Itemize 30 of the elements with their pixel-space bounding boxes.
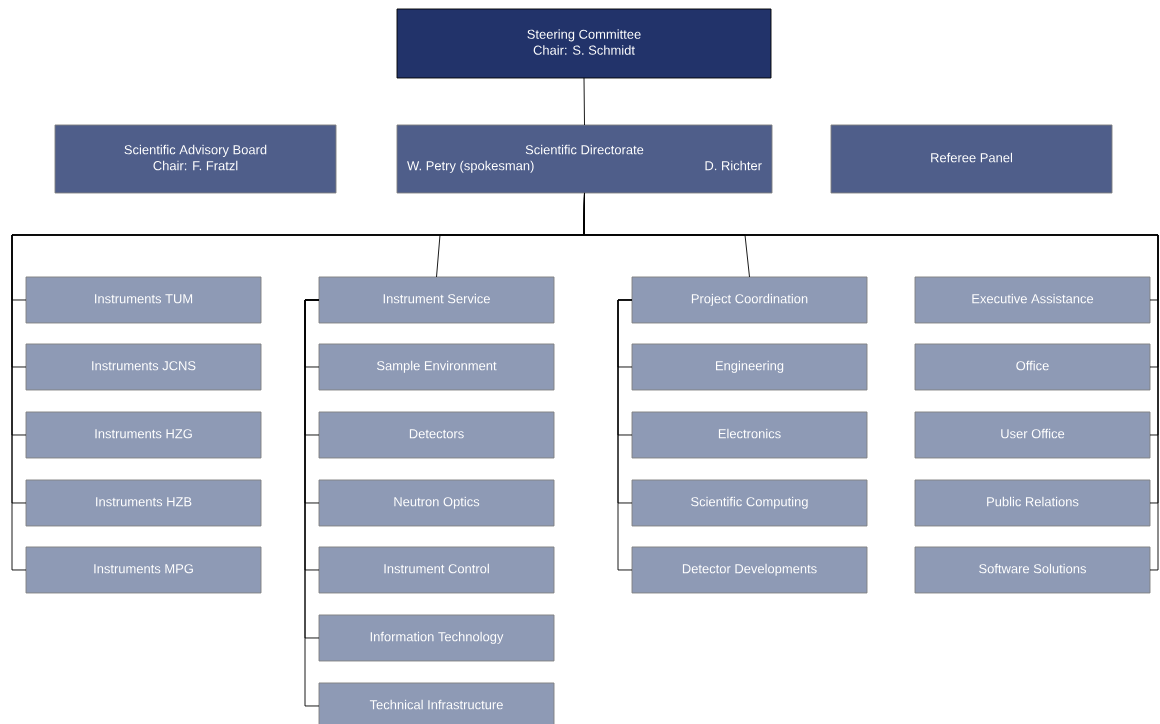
connector-line [583,192,1159,571]
unit-box: Neutron Optics [318,479,555,527]
unit-box: Instruments TUM [25,276,262,324]
connector-line [583,77,585,126]
unit-box: Public Relations [914,479,1151,527]
unit-box: Software Solutions [914,546,1151,594]
unit-box: Project Coordination [631,276,868,324]
connector-line [617,299,633,571]
unit-box: Sample Environment [318,343,555,391]
unit-box: Technical Infrastructure [318,682,555,724]
board-box: Scientific Advisory Board Chair: F. Fratzl [54,124,337,194]
unit-box: Detectors [318,411,555,459]
unit-box: Instrument Control [318,546,555,594]
unit-box: Electronics [631,411,868,459]
unit-box: Instrument Service [318,276,555,324]
unit-box: Information Technology [318,614,555,662]
unit-box: Instruments HZG [25,411,262,459]
unit-box: Scientific Computing [631,479,868,527]
unit-box: Office [914,343,1151,391]
board-box: Referee Panel [830,124,1113,194]
unit-box: User Office [914,411,1151,459]
unit-box: Detector Developments [631,546,868,594]
unit-box: Instruments HZB [25,479,262,527]
unit-box: Instruments JCNS [25,343,262,391]
committee-box: Steering Committee Chair: S. Schmidt [396,8,772,79]
unit-box: Instruments MPG [25,546,262,594]
connector-line [304,299,320,707]
board-box: Scientific Directorate W. Petry (spokesman) D. Richter [396,124,773,194]
unit-box: Engineering [631,343,868,391]
unit-box: Executive Assistance [914,276,1151,324]
